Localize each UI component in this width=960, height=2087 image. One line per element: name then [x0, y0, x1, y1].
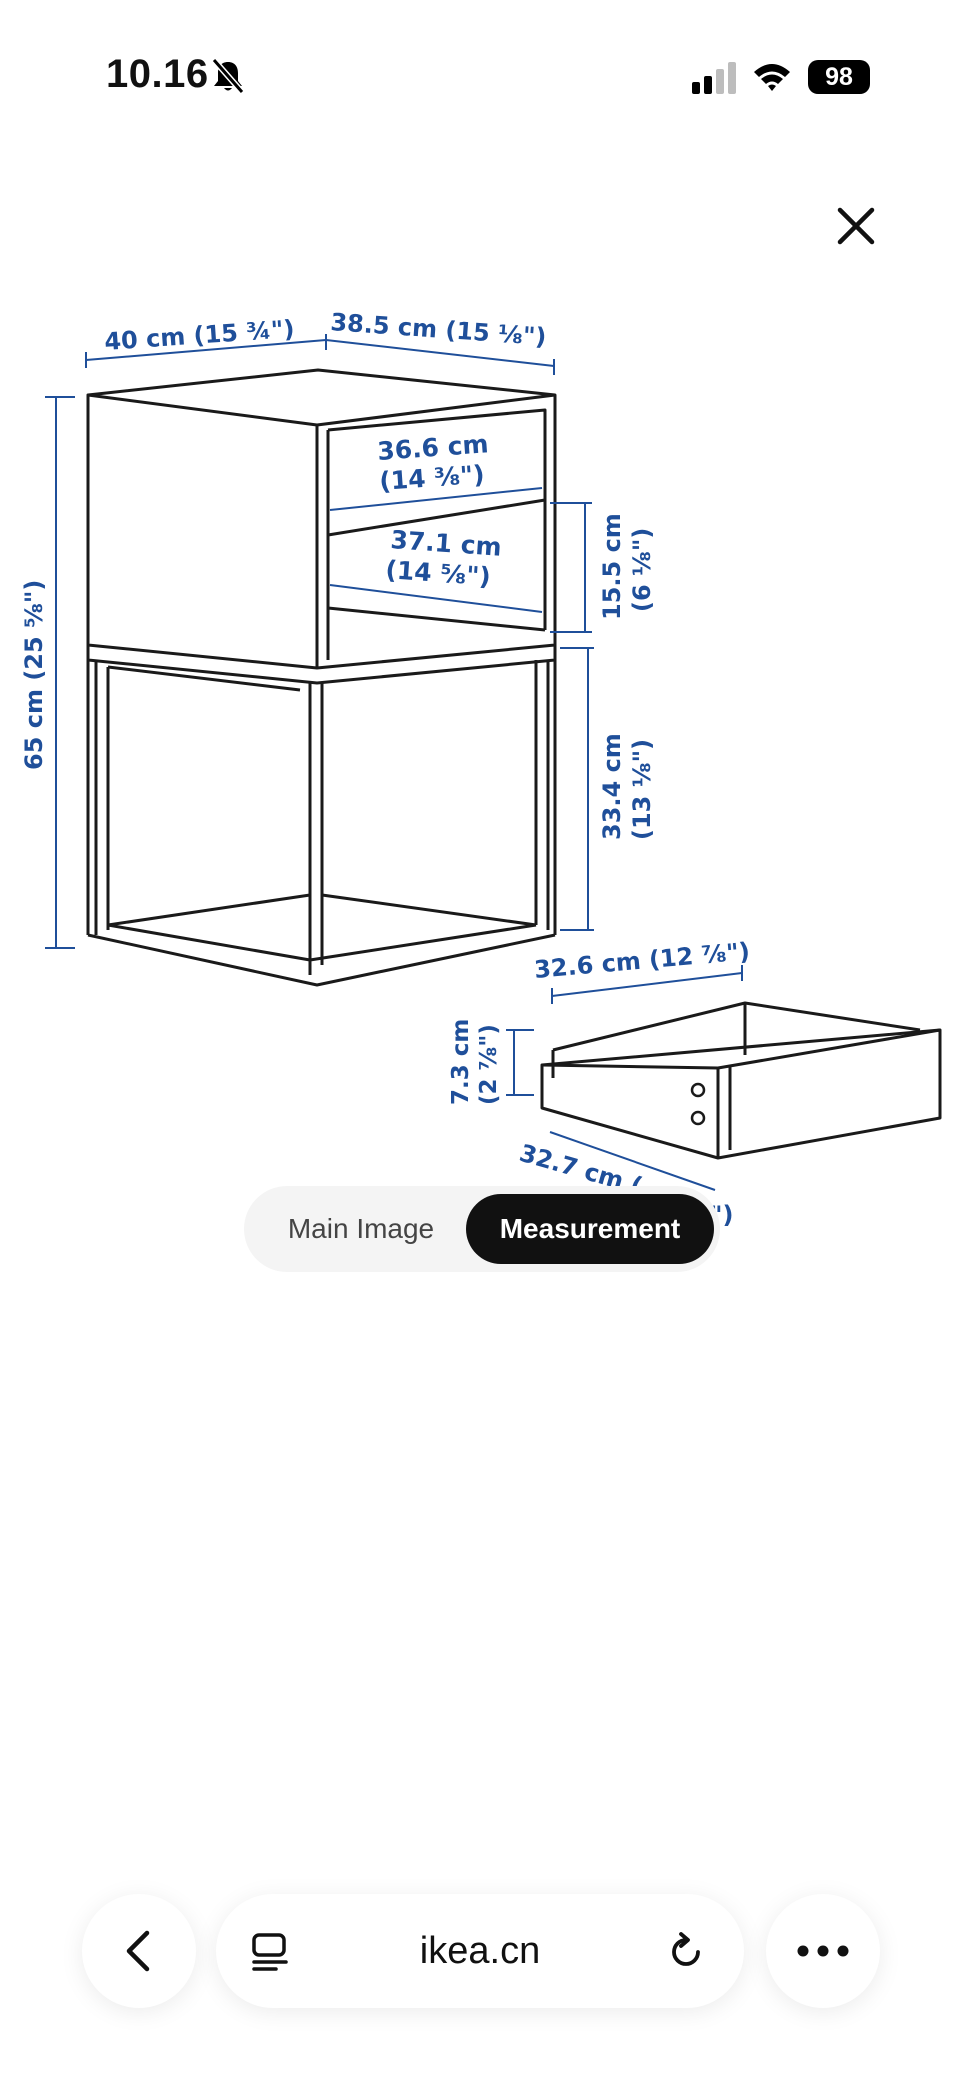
url-text: ikea.cn: [419, 1930, 541, 1972]
dim-shelf-height-label-2: (6 ⅛"): [628, 528, 656, 612]
address-bar[interactable]: ikea.cn: [216, 1894, 744, 2008]
reload-icon[interactable]: [664, 1930, 708, 1974]
image-view-toggle: Main Image Measurement: [244, 1186, 720, 1272]
drawer-drawing: [540, 1001, 942, 1160]
dim-lower-inner-label-2: (14 ⅝"): [385, 555, 492, 591]
dim-drawer-height-label-1: 7.3 cm: [448, 1019, 474, 1105]
close-icon[interactable]: [820, 190, 892, 262]
cellular-signal-icon: [692, 62, 736, 94]
nightstand-drawing: [86, 368, 557, 987]
tab-main-image[interactable]: Main Image: [287, 1213, 435, 1244]
back-button[interactable]: [82, 1894, 196, 2008]
browser-bottom-bar: ikea.cn: [0, 1880, 960, 2040]
more-button[interactable]: [766, 1894, 880, 2008]
dim-drawer-width-label: 32.6 cm (12 ⅞"): [533, 937, 751, 984]
bell-slash-icon: [211, 58, 245, 94]
dim-shelf-height-label-1: 15.5 cm: [598, 513, 626, 620]
measurement-diagram: 40 cm (15 ¾") 38.5 cm (15 ⅛") 65 cm (25 …: [20, 308, 942, 1229]
tabs-icon: [252, 1933, 288, 1971]
dimension-lines: [45, 334, 743, 1191]
dim-top-inner-label-2: (14 ⅜"): [378, 460, 485, 496]
dim-drawer-height-label-2: (2 ⅞"): [476, 1024, 502, 1105]
dim-height-label: 65 cm (25 ⅝"): [20, 580, 48, 770]
status-time: 10.16: [106, 52, 209, 96]
status-icons: [692, 62, 790, 94]
back-chevron-icon: [126, 1930, 150, 1972]
dim-leg-height-label-2: (13 ⅛"): [628, 739, 656, 840]
wifi-icon: [754, 64, 790, 91]
more-icon: [797, 1945, 849, 1957]
tab-measurement[interactable]: Measurement: [466, 1194, 714, 1264]
dim-leg-height-label-1: 33.4 cm: [598, 733, 626, 840]
battery-icon: 98: [808, 60, 870, 94]
